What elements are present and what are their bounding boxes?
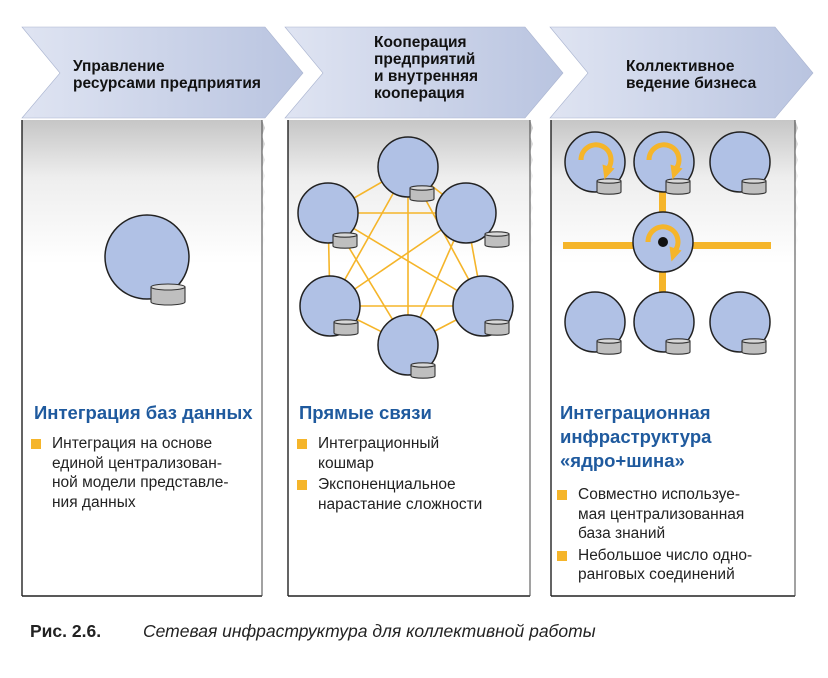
header-enterprise-cooperation: Кооперация предприятий и внутренняя кооп… [374,34,479,102]
bullet-list-column-2: Интеграционный кошмар Экспоненциальное н… [297,434,537,516]
bullet-square [297,480,307,490]
database-icon [484,231,510,248]
network-node [709,291,771,353]
title-direct-links: Прямые связи [299,402,432,423]
database-top [410,362,436,368]
bullet-square [557,550,567,561]
database-top [665,178,691,184]
database-body [150,286,186,306]
network-node [564,131,626,193]
database-body [596,340,622,355]
arrow-enterprise-cooperation [284,26,564,119]
title-database-integration: Интеграция баз данных [34,402,253,423]
figure-caption: Рис. 2.6. Сетевая инфраструктура для колл… [30,621,596,642]
header-collaborative-business: Коллективное ведение бизнеса [626,58,757,92]
network-node [377,136,439,198]
bullet-square [297,439,307,449]
cycle-arrow-icon-head [602,164,615,180]
database-body [409,187,435,202]
network-node [564,291,626,353]
database-top [150,283,186,291]
database-icon [741,338,767,355]
database-icon [333,319,359,336]
database-body [410,364,436,379]
database-body [333,321,359,336]
cycle-arrow-icon [646,142,682,173]
database-icon [484,319,510,336]
database-icon [596,338,622,355]
database-icon [665,178,691,195]
database-body [596,180,622,195]
caption-number: Рис. 2.6. [30,621,102,641]
database-body [741,340,767,355]
network-node [435,182,497,244]
database-top [596,178,622,184]
database-icon [596,178,622,195]
database-body [665,340,691,355]
database-top [484,319,510,325]
database-top [596,338,622,344]
database-body [665,180,691,195]
bullet-item: Экспоненциальное нарастание сложности [297,475,537,514]
title-core-bus-infrastructure: Интеграционная инфраструктура «ядро+шина… [560,402,712,471]
bullet-item: Совместно используе- мая централизованна… [557,485,802,544]
cycle-arrow-icon-head [669,246,682,262]
database-body [332,234,358,249]
bullet-item: Интеграционный кошмар [297,434,537,473]
database-body [741,180,767,195]
database-top [333,319,359,325]
database-icon [409,185,435,202]
caption-text: Сетевая инфраструктура для коллективной … [143,621,596,641]
hub-core-dot [658,237,668,247]
database-body [484,233,510,248]
panel-column-3 [551,120,798,600]
cycle-arrow-icon [645,224,681,255]
arrow-resource-management [21,26,304,119]
network-node [633,131,695,193]
network-node [377,314,439,376]
bullet-item: Интеграция на основе единой централизова… [31,434,271,512]
bullet-square [557,490,567,500]
database-top [484,231,510,237]
bullet-square [31,439,41,449]
arrow-collaborative-business [549,26,814,119]
header-resource-management: Управление ресурсами предприятия [73,58,261,92]
database-top [741,338,767,344]
network-node [104,214,190,300]
database-top [665,338,691,344]
database-icon [741,178,767,195]
cycle-arrow-icon-head [670,164,683,180]
database-icon [150,283,186,306]
network-node [297,182,359,244]
database-top [741,178,767,184]
database-top [332,232,358,238]
database-icon [665,338,691,355]
bullet-list-column-3: Совместно используе- мая централизованна… [557,485,802,587]
bullet-list-column-1: Интеграция на основе единой централизова… [31,434,271,514]
network-node [633,291,695,353]
network-node [709,131,771,193]
cycle-arrow-icon [578,142,614,173]
database-top [409,185,435,191]
database-body [484,321,510,336]
database-icon [410,362,436,379]
panel-column-1 [22,120,265,600]
database-icon [332,232,358,249]
bullet-item: Небольшое число одно- ранговых соединени… [557,546,802,585]
